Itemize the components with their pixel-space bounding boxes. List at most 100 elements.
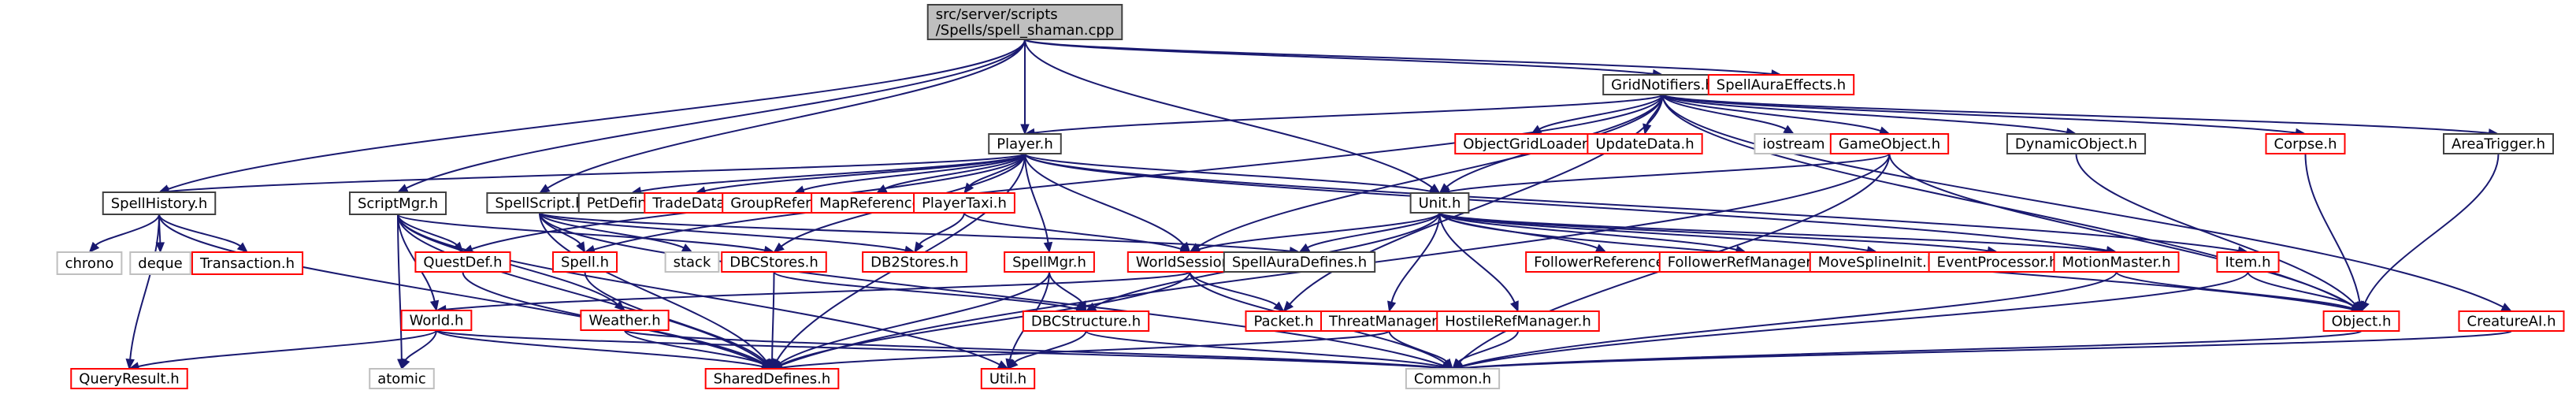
node-world[interactable]: World.h (400, 310, 473, 331)
node-label: Item.h (2225, 255, 2270, 271)
node-shareddefines[interactable]: SharedDefines.h (704, 368, 840, 389)
node-dbcstores[interactable]: DBCStores.h (721, 251, 827, 273)
node-label: CreatureAI.h (2467, 314, 2556, 330)
node-spellauraeffects[interactable]: SpellAuraEffects.h (1707, 74, 1855, 95)
edge-Unit-to-HostileRefManager (1438, 212, 1519, 313)
node-box (102, 191, 217, 215)
edge-DBCStructure-to-Util (1007, 330, 1087, 370)
node-label: /Spells/spell_shaman.cpp (936, 22, 1115, 39)
node-box (1409, 192, 1470, 214)
node-motionmaster[interactable]: MotionMaster.h (2053, 251, 2180, 273)
node-spellauradefines[interactable]: SpellAuraDefines.h (1223, 251, 1376, 273)
node-dynamicobject[interactable]: DynamicObject.h (2006, 133, 2147, 154)
node-box (1809, 251, 1945, 273)
node-label: SpellAuraDefines.h (1232, 255, 1367, 271)
node-label: SpellScript.h (495, 195, 584, 212)
node-gridnotifiers[interactable]: GridNotifiers.h (1602, 74, 1723, 95)
node-hostilerefmanager[interactable]: HostileRefManager.h (1436, 310, 1600, 332)
node-box (551, 251, 618, 273)
node-movesplineinit[interactable]: MoveSplineInit.h (1809, 251, 1945, 273)
node-label: SpellMgr.h (1012, 255, 1086, 271)
node-box (913, 192, 1015, 214)
node-label: Object.h (2332, 314, 2392, 330)
node-dbcstructure[interactable]: DBCStructure.h (1022, 310, 1150, 332)
node-box (191, 251, 304, 275)
node-box (1754, 133, 1834, 154)
node-label: chrono (65, 255, 114, 272)
edge-HostileRefManager-to-Common (1452, 330, 1519, 370)
node-transaction[interactable]: Transaction.h (191, 251, 304, 275)
node-threatmanager[interactable]: ThreatManager.h (1320, 310, 1458, 332)
node-atomic: atomic (369, 368, 435, 389)
node-object[interactable]: Object.h (2322, 310, 2400, 332)
node-box (56, 251, 123, 275)
node-corpse[interactable]: Corpse.h (2265, 133, 2346, 154)
node-label: MapReference.h (819, 195, 934, 212)
edge-DBCStores-to-SharedDefines (767, 271, 777, 370)
node-db2stores[interactable]: DB2Stores.h (862, 251, 967, 273)
edge-ScriptMgr-to-atomic (397, 214, 406, 370)
node-box (1405, 368, 1501, 389)
node-box (1587, 133, 1703, 154)
node-unit[interactable]: Unit.h (1409, 192, 1470, 214)
node-eventprocessor[interactable]: EventProcessor.h (1928, 251, 2067, 273)
node-player[interactable]: Player.h (988, 133, 1062, 154)
node-label: DBCStructure.h (1031, 314, 1141, 330)
edge-root-to-SpellAuraEffects (1024, 39, 1783, 79)
edge-SpellHistory-to-Transaction (158, 214, 248, 253)
node-packet[interactable]: Packet.h (1245, 310, 1323, 332)
edge-PlayerTaxi-to-WorldSession (963, 212, 1191, 254)
node-box (1223, 251, 1376, 273)
node-spellscript[interactable]: SpellScript.h (486, 192, 593, 214)
node-areatrigger[interactable]: AreaTrigger.h (2443, 133, 2554, 154)
edge-GridNotifiers-to-Corpse (1661, 94, 2307, 138)
node-label: QuestDef.h (423, 255, 502, 271)
node-spellhistory[interactable]: SpellHistory.h (102, 191, 217, 215)
node-deque: deque (129, 251, 191, 275)
node-box (2265, 133, 2346, 154)
node-box (1004, 251, 1095, 273)
node-playertaxi[interactable]: PlayerTaxi.h (913, 192, 1015, 214)
edge-GridNotifiers-to-Packet (1282, 94, 1664, 312)
node-creatureai[interactable]: CreatureAI.h (2458, 310, 2565, 332)
node-box (1928, 251, 2067, 273)
node-box (664, 251, 720, 273)
node-followerrefmanager[interactable]: FollowerRefManager.h (1658, 251, 1833, 273)
node-spellmgr[interactable]: SpellMgr.h (1004, 251, 1095, 273)
node-box (1829, 133, 1950, 154)
node-label: SpellAuraEffects.h (1717, 77, 1846, 94)
node-gameobject[interactable]: GameObject.h (1829, 133, 1950, 154)
node-box (1454, 133, 1609, 154)
node-label: AreaTrigger.h (2452, 136, 2545, 153)
node-scriptmgr[interactable]: ScriptMgr.h (348, 191, 447, 215)
node-box (2216, 251, 2280, 273)
edge-GridNotifiers-to-Player (1023, 94, 1664, 138)
node-label: SharedDefines.h (714, 371, 831, 388)
node-objectgridloader[interactable]: ObjectGridLoader.h (1454, 133, 1609, 154)
node-chrono: chrono (56, 251, 123, 275)
node-label: MotionMaster.h (2062, 255, 2171, 271)
node-box (2006, 133, 2147, 154)
edge-Player-to-Item (1024, 153, 2249, 255)
node-queryresult[interactable]: QueryResult.h (70, 368, 188, 389)
node-updatedata[interactable]: UpdateData.h (1587, 133, 1703, 154)
node-label: DB2Stores.h (870, 255, 959, 271)
node-label: MoveSplineInit.h (1818, 255, 1936, 271)
node-label: HostileRefManager.h (1445, 314, 1591, 330)
edge-Object-to-Common (1451, 330, 2363, 373)
node-util[interactable]: Util.h (980, 368, 1036, 389)
node-label: ThreatManager.h (1328, 314, 1449, 330)
node-common: Common.h (1405, 368, 1501, 389)
node-label: GameObject.h (1839, 136, 1940, 153)
node-root[interactable]: src/server/scripts/Spells/spell_shaman.c… (926, 4, 1123, 40)
node-label: Common.h (1414, 371, 1491, 388)
node-label: WorldSession.h (1136, 255, 1244, 271)
node-box (862, 251, 967, 273)
node-box (988, 133, 1062, 154)
node-label: TradeData.h (651, 195, 738, 212)
node-weather[interactable]: Weather.h (580, 310, 670, 331)
node-item[interactable]: Item.h (2216, 251, 2280, 273)
edge-Player-to-SpellMgr (1024, 153, 1053, 254)
node-spell[interactable]: Spell.h (551, 251, 618, 273)
node-questdef[interactable]: QuestDef.h (414, 251, 511, 273)
